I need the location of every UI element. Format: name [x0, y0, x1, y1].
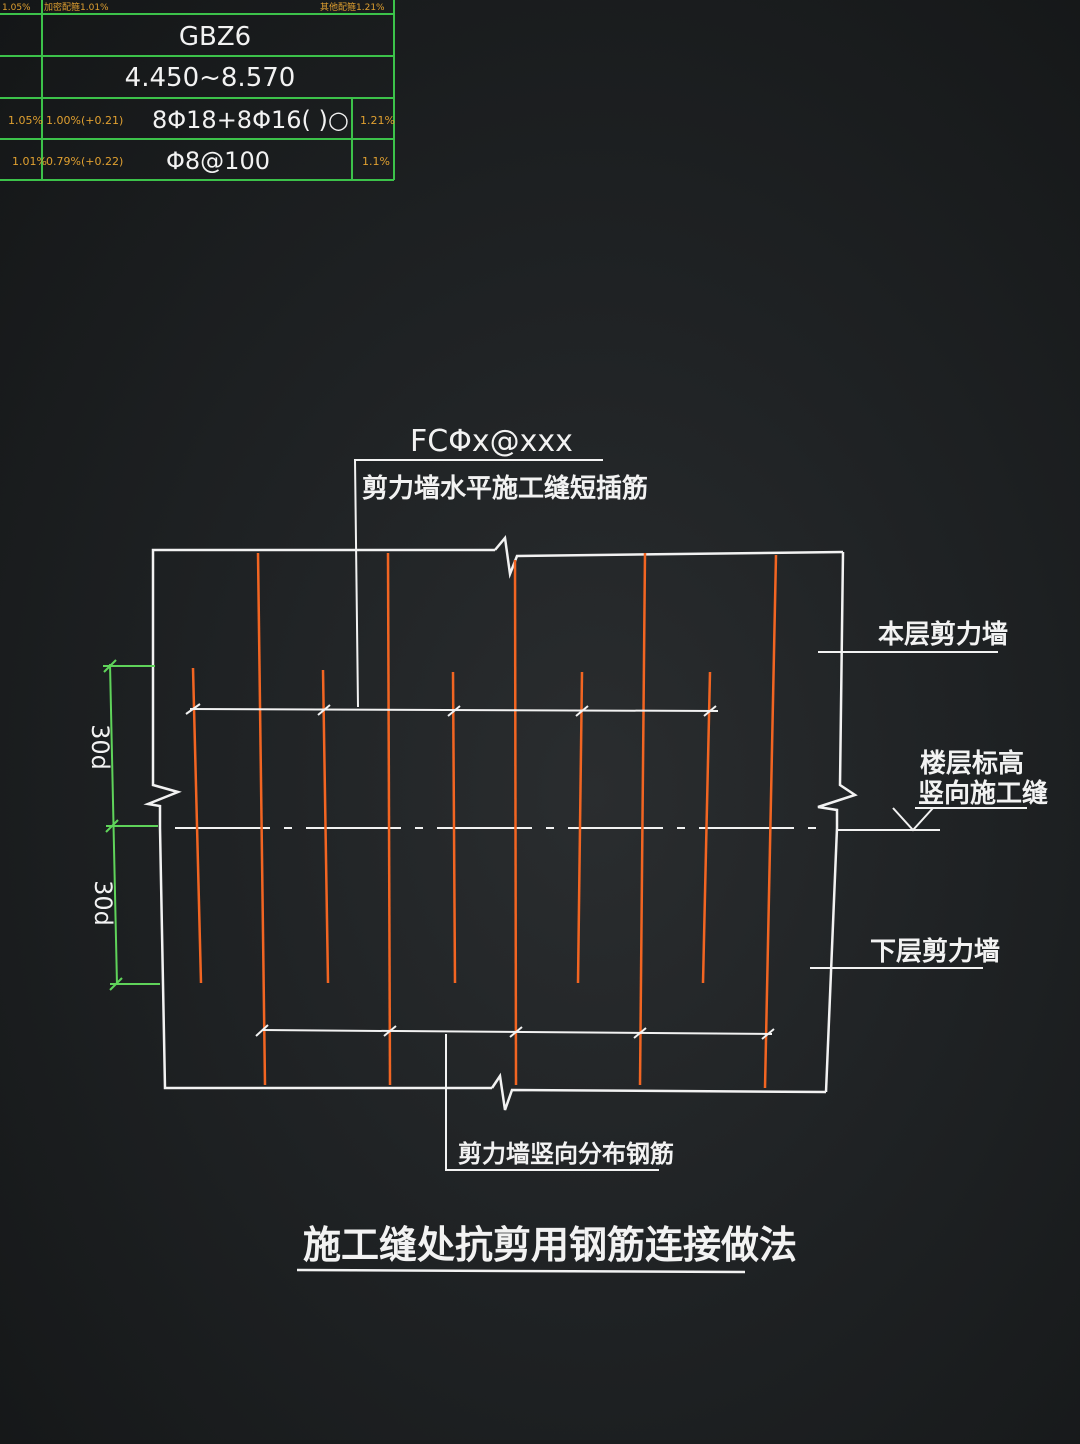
dowel-rebar: [321, 669, 330, 984]
dimension-upper-label: 30d: [86, 724, 114, 770]
dimension-lower-label: 30d: [89, 880, 117, 926]
short-dowel-label: 剪力墙水平施工缝短插筋: [362, 473, 648, 504]
table-top-mid: 加密配箍1.01%: [44, 1, 109, 13]
rebars: [191, 552, 778, 1089]
title-underline: [296, 1268, 746, 1274]
wall-outlines: [143, 535, 858, 1111]
vertical-rebar: [256, 552, 267, 1086]
level-triangle: [892, 807, 934, 832]
upper-wall-label: 本层剪力墙: [878, 619, 1008, 650]
upper-wall-break-top: [494, 535, 844, 579]
tick: [383, 1025, 397, 1037]
tick: [447, 705, 461, 717]
dimension-tick: [105, 819, 119, 833]
table-cell-wall-id: GBZ6: [179, 22, 251, 52]
tick: [255, 1024, 269, 1037]
lower-wall-label: 下层剪力墙: [870, 936, 1000, 967]
vertical-bar-leader: [445, 1034, 659, 1171]
tick: [575, 705, 589, 717]
floor-level-label: 楼层标高: [920, 748, 1024, 779]
dowel-rebar: [191, 667, 203, 984]
vertical-rebar: [386, 552, 392, 1086]
vertical-rebar: [513, 559, 518, 1086]
fc-leader: [353, 459, 603, 708]
tick: [185, 703, 201, 715]
table-cell-ratio-detail: 1.00%(+0.21): [46, 114, 123, 127]
dimension-tick: [103, 659, 117, 673]
table-cell-ratio-right: 1.1%: [362, 155, 390, 168]
table-cell-ratio: 1.05%: [8, 114, 43, 127]
lower-wall-break-bottom: [490, 1072, 827, 1111]
vertical-rebar: [763, 554, 778, 1089]
table-cell-ratio-detail: 0.79%(+0.22): [46, 155, 123, 168]
dowel-rebar: [576, 671, 584, 984]
dowel-rebar: [701, 671, 712, 984]
indicator-lines: [185, 703, 775, 1040]
tick: [317, 704, 331, 716]
table-cell-elevation: 4.450~8.570: [125, 63, 296, 93]
upper-wall-right-edge: [817, 551, 858, 828]
tick: [509, 1026, 523, 1038]
tick: [761, 1028, 775, 1040]
table-text: 1.05% 加密配箍1.01% 其他配箍1.21% GBZ6 4.450~8.5…: [2, 1, 395, 175]
table-cell-ratio: 1.01%: [12, 155, 47, 168]
rebar-schedule-table: [0, 0, 395, 181]
leaders: [353, 459, 1027, 1171]
tick: [703, 705, 717, 717]
table-cell-ratio-right: 1.21%: [360, 114, 395, 127]
drawing-title: 施工缝处抗剪用钢筋连接做法: [303, 1223, 797, 1267]
lower-wall-right-edge: [824, 827, 839, 1093]
lower-wall-left-edge: [158, 827, 492, 1090]
table-top-right: 其他配箍1.21%: [320, 1, 385, 13]
table-cell-stirrups: Φ8@100: [166, 147, 270, 175]
upper-wall-outline: [143, 548, 495, 828]
vertical-rebar: [638, 552, 647, 1086]
dowel-rebar: [451, 671, 457, 984]
vertical-rebar-label: 剪力墙竖向分布钢筋: [458, 1140, 674, 1168]
table-cell-longitudinal-bars: 8Φ18+8Φ16( )○: [152, 106, 349, 134]
dimension-30d: [103, 659, 160, 991]
fc-spec-label: FCΦx@xxx: [410, 424, 573, 459]
table-top-left: 1.05%: [2, 3, 31, 13]
dimension-tick: [109, 977, 123, 991]
vertical-joint-label: 竖向施工缝: [918, 778, 1048, 809]
tick: [633, 1027, 647, 1039]
